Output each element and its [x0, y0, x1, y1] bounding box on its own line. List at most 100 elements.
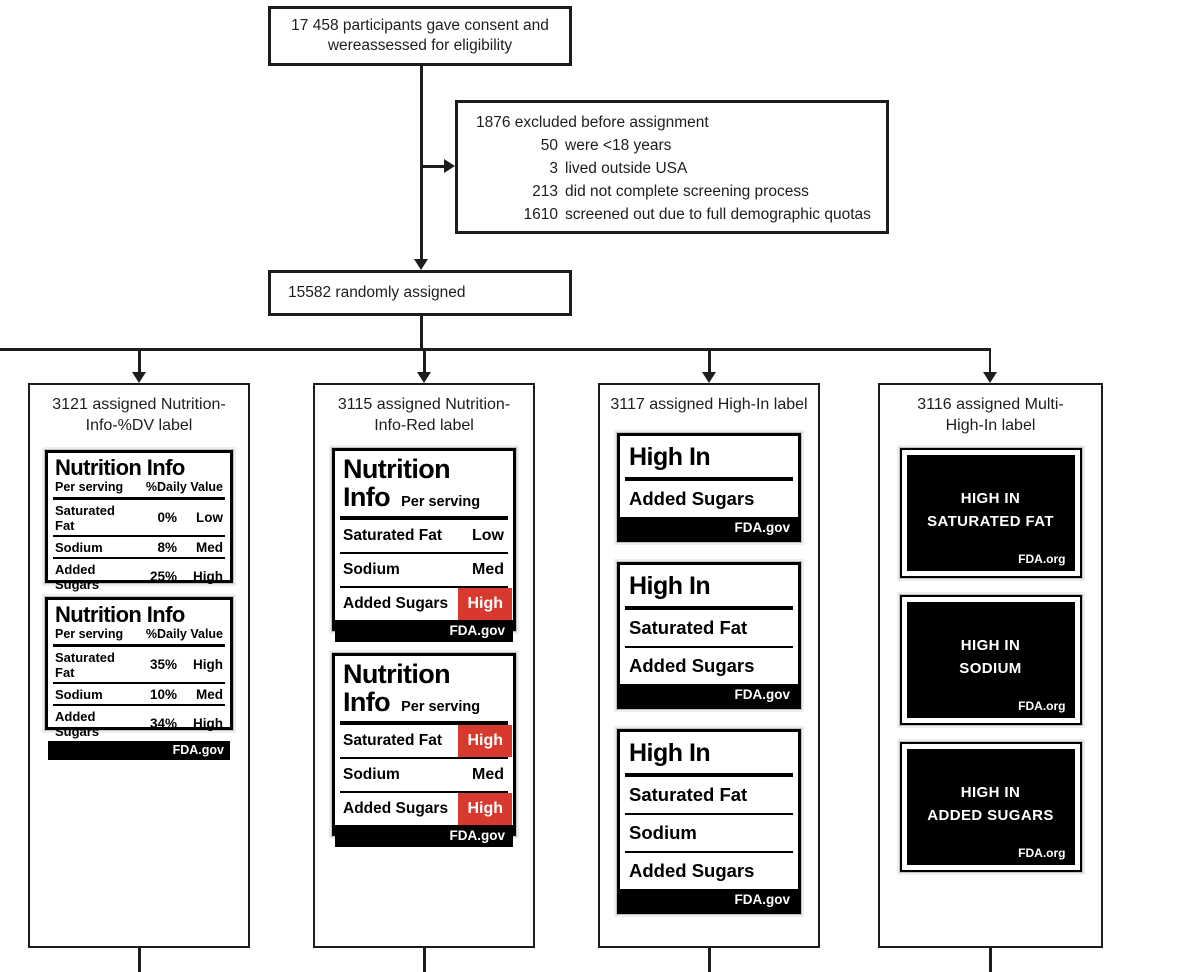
nutrient-rows: Added Sugars [620, 481, 798, 517]
daily-value-header: %Daily Value [145, 480, 223, 495]
nutrient-name: Added Sugars [343, 799, 449, 817]
nutrient-name: Saturated Fat [343, 731, 443, 749]
fda-footer: FDA.org [1018, 846, 1066, 860]
arm-title: 3117 assigned High-In label [600, 394, 818, 415]
daily-value-header: %Daily Value [145, 627, 223, 642]
fda-footer: FDA.gov [335, 824, 513, 847]
nutrient-level: High [193, 657, 223, 673]
nutrient-level-highlighted: High [458, 792, 512, 825]
excluded-title: 1876 excluded before assignment [476, 114, 709, 131]
arm-column: 3121 assigned Nutrition- Info-%DV label N… [28, 383, 250, 948]
excluded-item: 213 did not complete screening process [458, 180, 886, 203]
nutrient-percent: 0% [157, 510, 177, 526]
nutrient-percent: 25% [149, 569, 177, 585]
label-title-line: HIGH IN [960, 489, 1021, 507]
label-title-word2: Info [343, 481, 391, 512]
fda-footer: FDA.gov [620, 684, 798, 706]
nutrient-name: Saturated Fat [343, 526, 443, 544]
label-title-row: Info Per serving [340, 481, 508, 520]
serving-text: Per serving [401, 493, 481, 510]
serving-text: Per serving [55, 627, 124, 642]
nutrient-row: Saturated Fat 0% Low [53, 500, 225, 535]
label-title-line: SODIUM [959, 660, 1022, 677]
nutrient-name: Sodium [625, 813, 793, 851]
nutrient-name: Added Sugars [629, 488, 755, 509]
nutrient-name: Sodium [343, 560, 400, 578]
excluded-item: 3 lived outside USA [458, 157, 886, 180]
arm-title-line: 3121 assigned Nutrition- [52, 396, 226, 413]
fda-footer: FDA.org [1018, 699, 1066, 713]
serving-text: Per serving [401, 698, 481, 715]
connector-arm3-stub [708, 348, 711, 374]
arm-title: 3116 assigned Multi-High-In label [880, 394, 1101, 436]
fda-footer: FDA.gov [620, 517, 798, 539]
excluded-count: 50 [540, 137, 558, 154]
excluded-reason: did not complete screening process [565, 183, 809, 200]
arm-title-line: Info-%DV label [85, 417, 193, 434]
nutrient-row: Added Sugars 25% High [53, 557, 225, 594]
label-title: Nutrition Info [55, 455, 185, 480]
nutrient-name: Added Sugars [55, 561, 100, 592]
nutrient-level-highlighted: High [458, 724, 512, 757]
connector-main-vertical [420, 64, 423, 260]
arrowhead-to-randomized [414, 259, 428, 270]
arrowhead-arm3 [702, 372, 716, 383]
label-subheader: Per serving%Daily Value [53, 479, 225, 501]
excluded-reason: were <18 years [565, 137, 672, 154]
arm-title: 3115 assigned Nutrition-Info-Red label [315, 394, 533, 436]
label-title-line: SATURATED FAT [927, 513, 1054, 530]
nutrient-name: Saturated Fat [55, 502, 115, 533]
nutrient-name: Saturated Fat [629, 617, 748, 638]
nutrient-percent: 35% [149, 657, 177, 673]
label-title-word2: Info [343, 686, 391, 717]
arrowhead-to-excluded [444, 159, 455, 173]
nutrient-level: High [193, 569, 223, 585]
connector-distribution-horizontal [0, 348, 991, 351]
label-title: Nutrition Info [55, 602, 185, 627]
excluded-reason: lived outside USA [565, 160, 688, 177]
label-title-word1: Nutrition [343, 454, 451, 484]
fda-footer: FDA.gov [335, 619, 513, 642]
fda-footer: FDA.gov [620, 889, 798, 911]
nutrient-percent: 10% [149, 686, 177, 702]
nutrient-level: Med [472, 560, 504, 578]
randomized-box: 15582 randomly assigned [268, 270, 572, 316]
connector-arm2-continuation [423, 948, 426, 972]
nutrient-name: Added Sugars [55, 708, 100, 739]
nutrient-level: Med [196, 539, 223, 555]
connector-arm1-stub [138, 348, 141, 374]
nutrient-name: Added Sugars [625, 851, 793, 889]
connector-randomized-down [420, 316, 423, 350]
excluded-item: 1610 screened out due to full demographi… [458, 203, 886, 226]
consent-text: 17 458 participants gave consent and wer… [291, 17, 549, 54]
consent-box: 17 458 participants gave consent and wer… [268, 6, 572, 66]
nutrient-row: Sodium Med [340, 551, 508, 586]
nutrient-level: Low [196, 510, 223, 526]
excluded-count: 213 [532, 183, 558, 200]
connector-arm1-continuation [138, 948, 141, 972]
randomized-text: 15582 randomly assigned [288, 284, 466, 301]
arm-column: 3116 assigned Multi-High-In label HIGH I… [878, 383, 1103, 948]
